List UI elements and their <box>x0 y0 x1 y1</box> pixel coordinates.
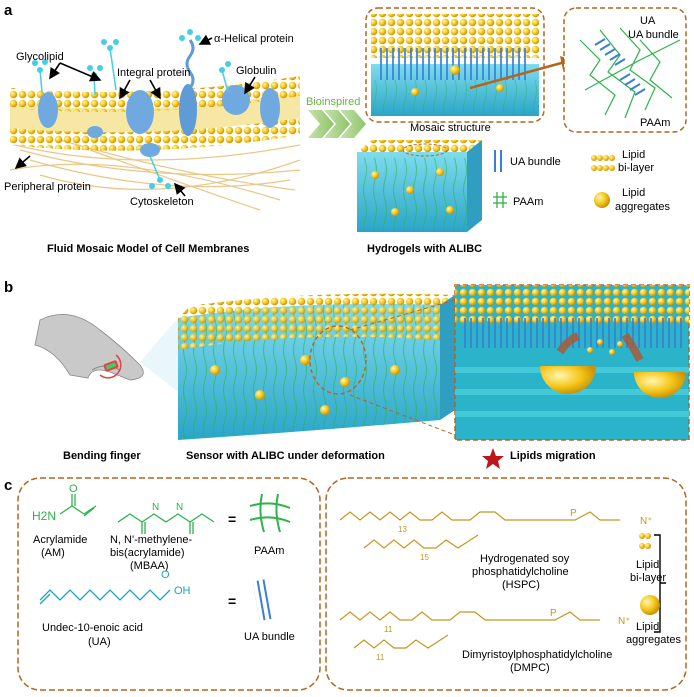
ua-vinyl <box>39 593 51 605</box>
bending-finger-label: Bending finger <box>63 450 141 462</box>
am-oxygen: O <box>69 483 78 495</box>
legend-agg-2: aggregates <box>615 201 671 213</box>
mbaa-name-2: bis(acrylamide) <box>110 547 185 559</box>
mbaa-n1: N <box>152 502 159 513</box>
bioinspired-label: Bioinspired <box>306 96 360 108</box>
ua-oxygen: O <box>161 569 170 581</box>
mbaa-n2: N <box>176 502 183 513</box>
ua-bundle-label: UA bundle <box>244 631 295 643</box>
ua-bundle-icon <box>252 579 274 621</box>
paam-network-icon <box>249 493 291 533</box>
lipid-bilayer-label-2: bi-layer <box>630 572 666 584</box>
paam-label: PAAm <box>254 545 284 557</box>
ua-paam-zoom-inset <box>563 7 687 133</box>
bending-finger-illustration <box>34 314 178 392</box>
cell-membrane-illustration <box>9 29 301 211</box>
globulin-label: Globulin <box>236 65 276 77</box>
sensor-label: Sensor with ALIBC under deformation <box>186 450 385 462</box>
equals-paam: = <box>228 511 236 527</box>
star-icon <box>482 448 504 469</box>
dmpc-phosphate: P <box>550 608 557 619</box>
dmpc-name-1: Dimyristoylphosphatidylcholine <box>462 649 612 661</box>
caption-hydrogels: Hydrogels with ALIBC <box>367 243 482 255</box>
ua-structure <box>39 589 171 601</box>
am-name-2: (AM) <box>41 547 65 559</box>
ua-oh: OH <box>174 585 191 597</box>
legend-ua-bundle: UA bundle <box>510 156 561 168</box>
dmpc-name-2: (DMPC) <box>510 662 550 674</box>
cytoskeleton-label: Cytoskeleton <box>130 196 194 208</box>
dmpc-sub-11a: 11 <box>384 625 393 634</box>
lipid-bilayer-icon <box>639 533 651 549</box>
mbaa-name-1: N, N'-methylene- <box>110 534 193 546</box>
lipids-migration-label: Lipids migration <box>510 450 596 462</box>
mbaa-structure <box>117 513 215 534</box>
caption-fluid-mosaic: Fluid Mosaic Model of Cell Membranes <box>47 243 249 255</box>
mosaic-structure-label: Mosaic structure <box>410 122 491 134</box>
dmpc-sub-11b: 11 <box>376 653 385 662</box>
legend-lipid-1: Lipid <box>622 149 645 161</box>
hspc-name-1: Hydrogenated soy <box>480 553 570 565</box>
monomer-box <box>17 477 321 691</box>
am-name-1: Acrylamide <box>33 534 87 546</box>
paam-inset-label: PAAm <box>640 117 670 129</box>
alpha-helical-protein-label: α-Helical protein <box>214 33 294 45</box>
integral-protein-label: Integral protein <box>117 67 190 79</box>
legend-lipid-2: bi-layer <box>618 162 654 174</box>
hydrogel-block <box>357 140 482 232</box>
ua-bundle-inset-label: UA bundle <box>628 29 679 41</box>
hspc-sub-15: 15 <box>420 553 429 562</box>
ua-name: Undec-10-enoic acid <box>42 622 143 634</box>
mosaic-structure-inset <box>365 7 572 123</box>
am-formula: H2N <box>32 509 56 523</box>
ua-abbr: (UA) <box>88 636 111 648</box>
legend <box>493 150 615 208</box>
bioinspired-arrow <box>308 110 366 138</box>
hspc-name-3: (HSPC) <box>502 579 540 591</box>
panel-b-label: b <box>4 279 13 296</box>
hspc-name-2: phosphatidylcholine <box>472 566 569 578</box>
lipid-agg-label-1: Lipid <box>636 621 659 633</box>
peripheral-protein-label: Peripheral protein <box>4 181 91 193</box>
lipid-bilayer-legend-icon <box>591 155 615 171</box>
sensor-block <box>178 293 456 440</box>
lipid-box <box>325 477 687 691</box>
panel-c-label: c <box>4 477 12 494</box>
lipid-aggregates-icon <box>640 595 660 615</box>
equals-ua: = <box>228 593 236 609</box>
hspc-sub-13: 13 <box>398 525 407 534</box>
dmpc-amine: N⁺ <box>618 616 631 627</box>
legend-agg-1: Lipid <box>622 187 645 199</box>
lipid-bilayer-label-1: Lipid <box>636 559 659 571</box>
mbaa-name-3: (MBAA) <box>130 560 169 572</box>
hspc-amine: N⁺ <box>640 516 653 527</box>
lipid-agg-label-2: aggregates <box>626 634 682 646</box>
lipids-migration-inset <box>454 284 690 441</box>
am-structure <box>59 494 97 517</box>
panel-a-label: a <box>4 2 13 19</box>
dmpc-structure <box>339 611 600 649</box>
hspc-structure <box>339 511 620 549</box>
bracket <box>654 534 666 633</box>
hspc-phosphate: P <box>570 508 577 519</box>
glycolipid-label: Glycolipid <box>16 51 64 63</box>
legend-paam: PAAm <box>513 196 543 208</box>
ua-bundle-inset-label-1: UA <box>640 15 656 27</box>
